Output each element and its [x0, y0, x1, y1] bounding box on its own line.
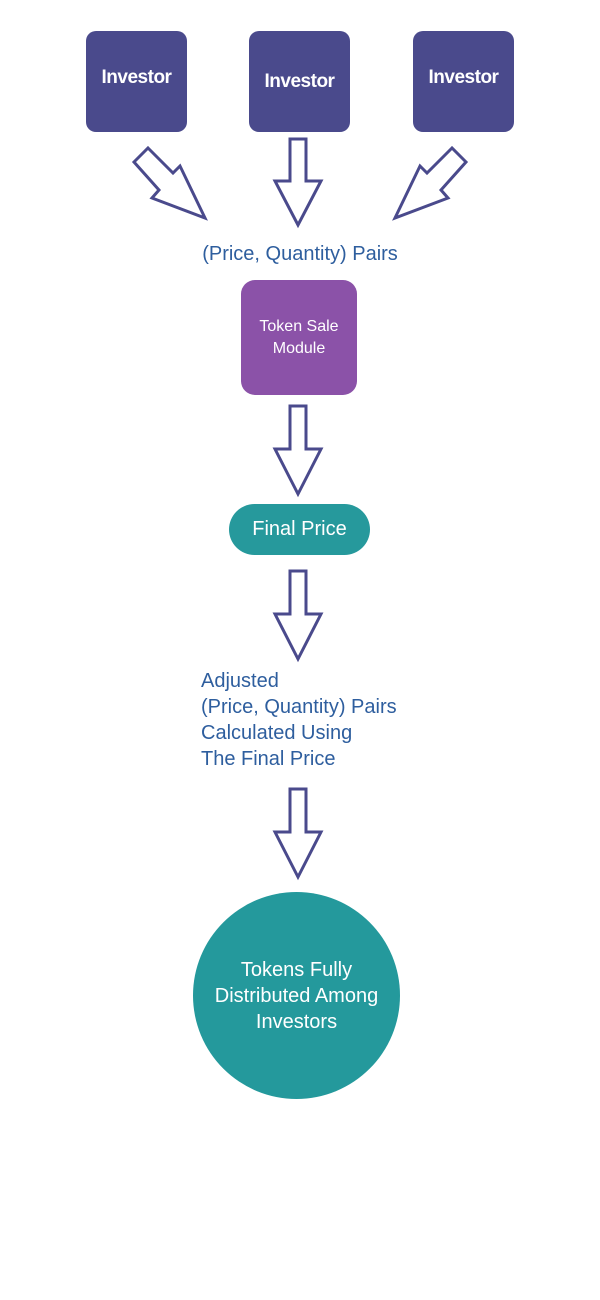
- token-sale-module-box: Token Sale Module: [241, 280, 357, 395]
- pairs-label: (Price, Quantity) Pairs: [202, 243, 398, 265]
- adjusted-pairs-label: Adjusted (Price, Quantity) Pairs Calcula…: [201, 670, 397, 770]
- investor-box-2: Investor: [249, 31, 350, 132]
- investor-label: Investor: [428, 66, 499, 88]
- result-circle: Tokens Fully Distributed Among Investors: [193, 892, 400, 1099]
- arrow-module-to-price: [272, 404, 324, 498]
- investor-box-3: Investor: [413, 31, 514, 132]
- investor-label: Investor: [264, 70, 335, 92]
- arrow-adjusted-to-result: [272, 787, 324, 881]
- result-label: Tokens Fully Distributed Among Investors: [214, 958, 379, 1033]
- arrow-investor-3: [392, 145, 469, 221]
- final-price-label: Final Price: [252, 518, 347, 540]
- investor-box-1: Investor: [86, 31, 187, 132]
- arrow-investor-1: [131, 145, 208, 221]
- module-label: Token Sale Module: [259, 317, 339, 357]
- investor-label: Investor: [101, 66, 172, 88]
- arrow-price-to-adjusted: [272, 569, 324, 663]
- final-price-pill: Final Price: [229, 504, 370, 555]
- arrow-investor-2: [272, 137, 324, 229]
